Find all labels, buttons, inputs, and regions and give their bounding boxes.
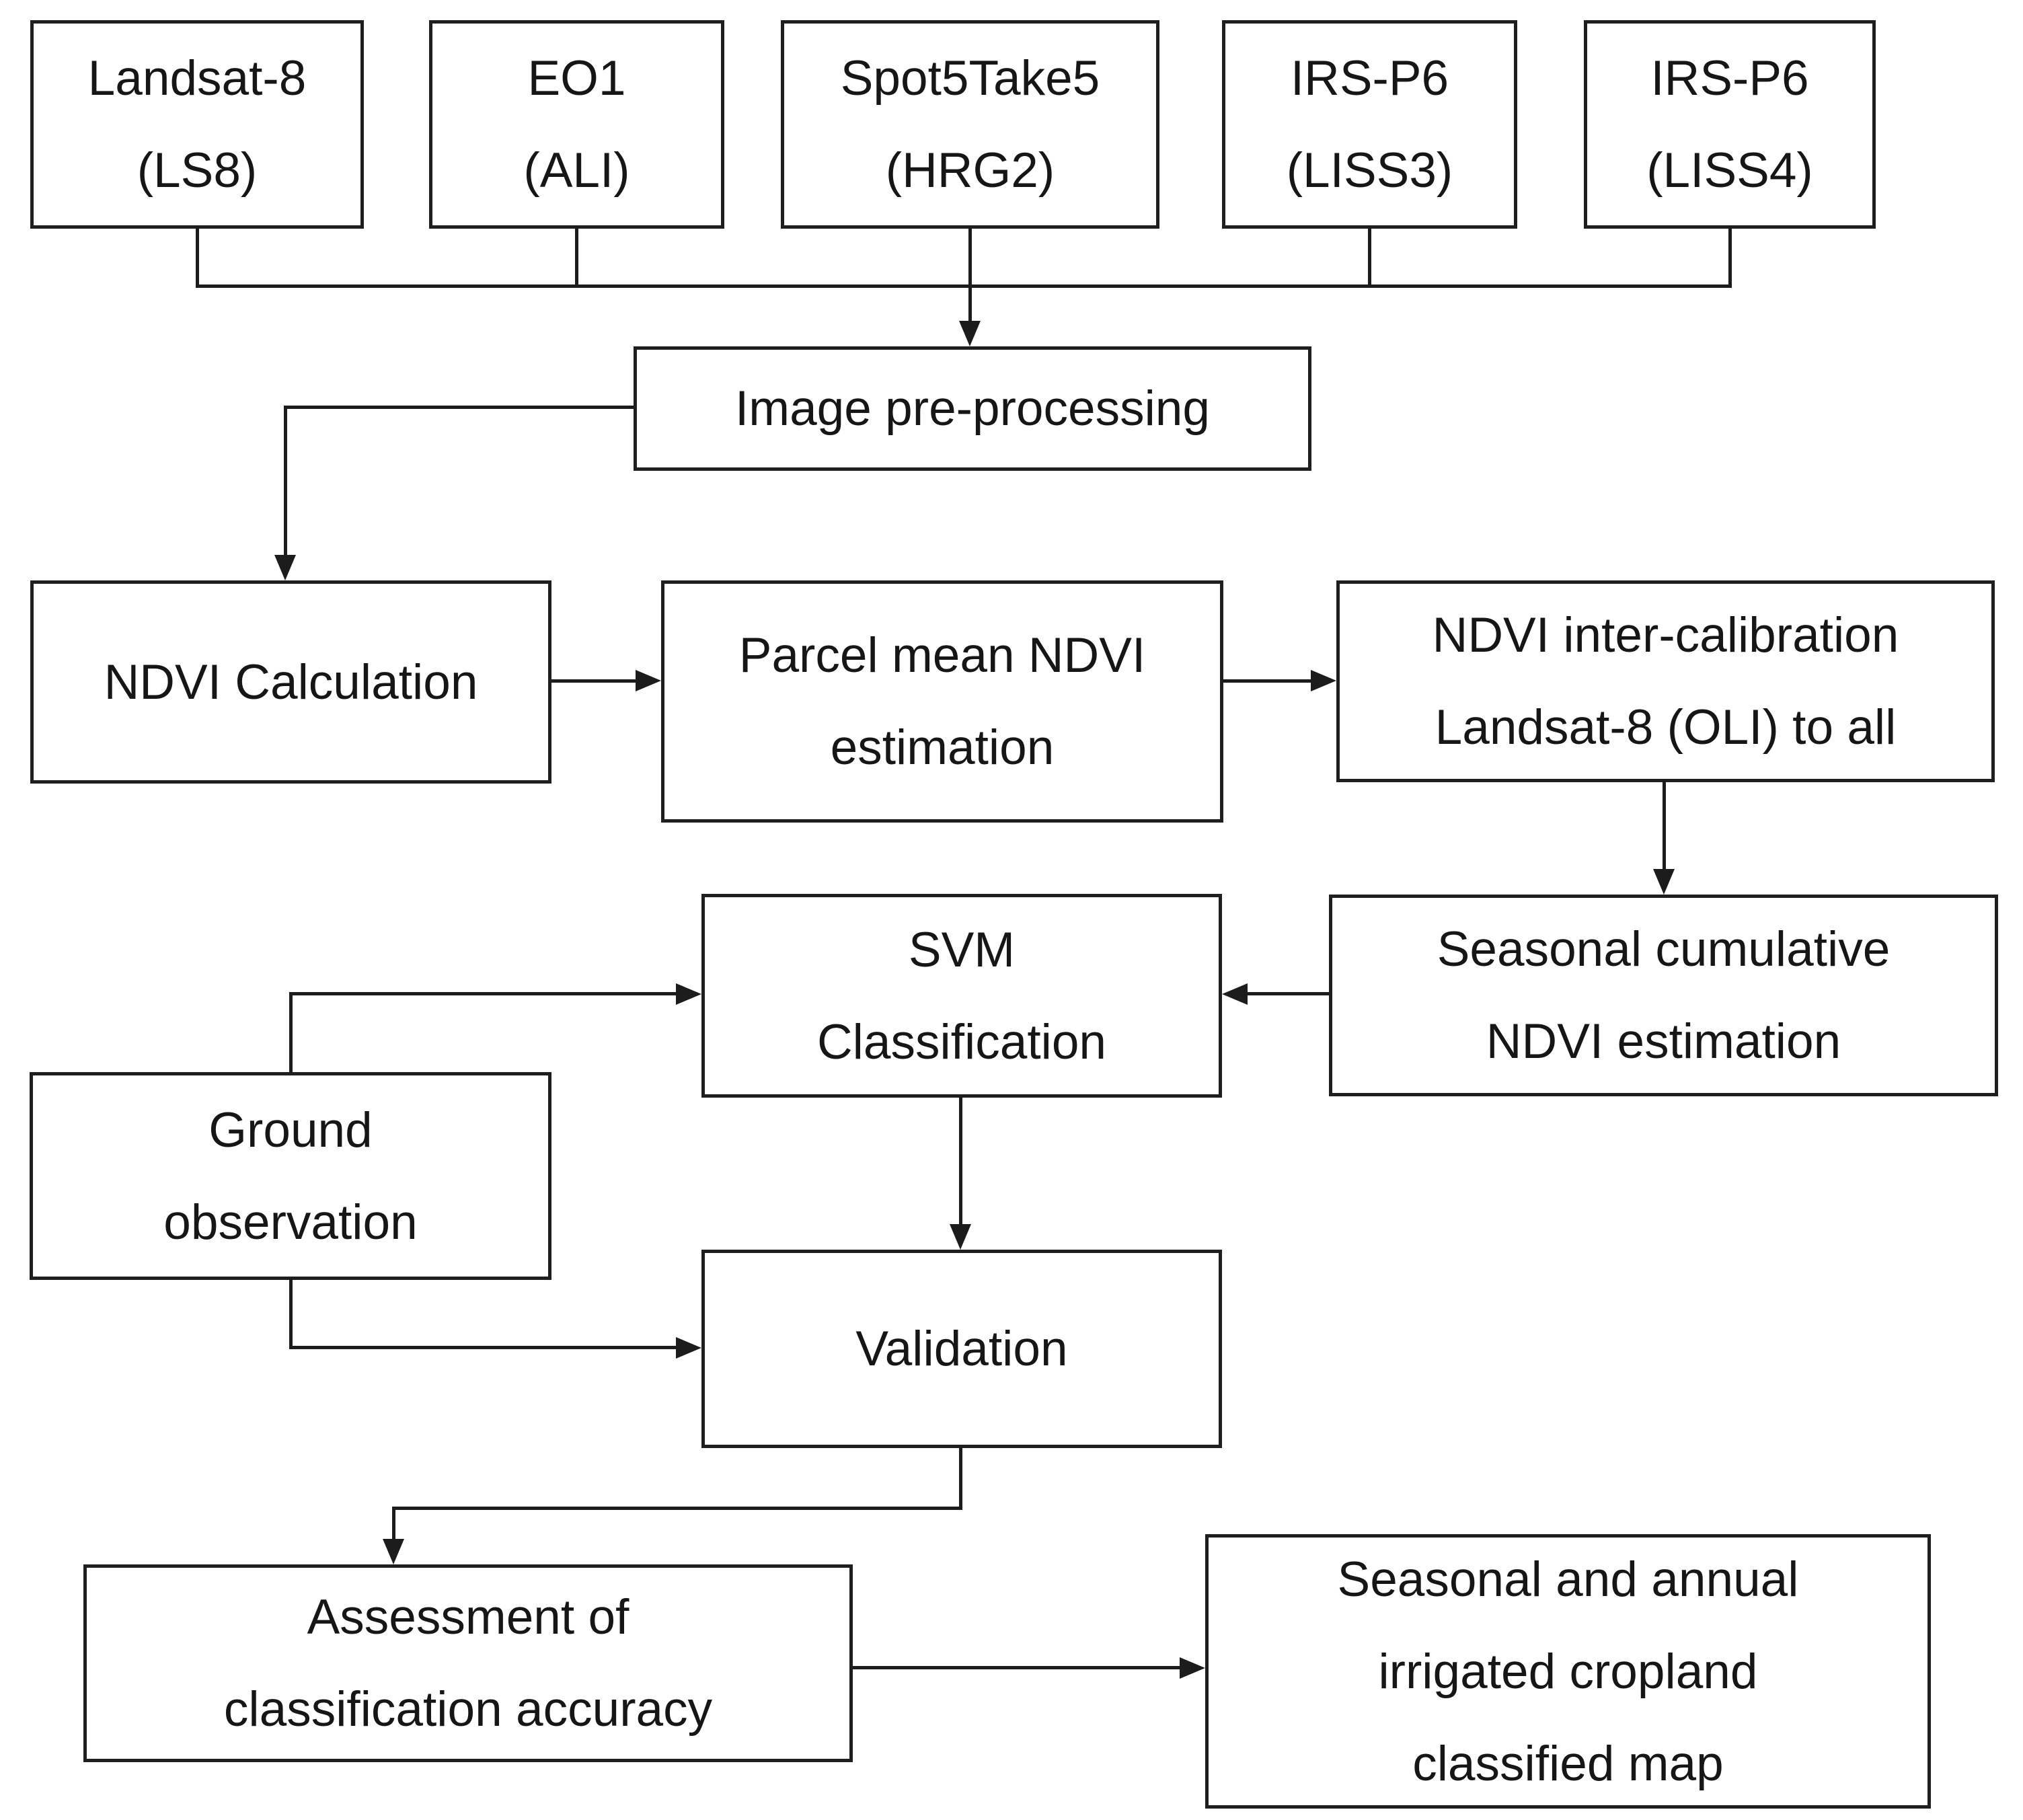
node-spot5take5-hrg2: Spot5Take5 (HRG2): [781, 20, 1159, 229]
connector-liss3-stub: [1368, 227, 1371, 288]
connector-ground-to-validation-h: [289, 1346, 677, 1349]
node-assessment-accuracy: Assessment of classification accuracy: [83, 1564, 853, 1762]
connector-ground-to-svm-v: [289, 992, 293, 1073]
node-landsat8-ls8: Landsat-8 (LS8): [30, 20, 364, 229]
connector-assessment-to-final: [853, 1666, 1181, 1669]
connector-landsat8-stub: [196, 227, 199, 288]
node-irsp6-liss3: IRS-P6 (LISS3): [1222, 20, 1517, 229]
connector-seasonal-to-svm: [1246, 992, 1329, 995]
arrowhead-into-assessment: [383, 1539, 404, 1564]
node-parcel-mean-ndvi: Parcel mean NDVI estimation: [661, 580, 1223, 823]
connector-validation-to-assessment-v1: [959, 1447, 962, 1510]
arrowhead-into-ndvi-calculation: [274, 555, 296, 580]
arrowhead-into-svm-right: [1222, 983, 1248, 1005]
connector-prep-to-ndvi-v: [284, 406, 287, 555]
arrowhead-into-validation-left: [676, 1337, 701, 1359]
arrowhead-into-validation-top: [950, 1224, 971, 1250]
connector-ground-to-svm-h: [289, 992, 677, 995]
node-seasonal-cumulative-ndvi: Seasonal cumulative NDVI estimation: [1329, 895, 1998, 1096]
connector-liss4-stub: [1728, 227, 1732, 288]
node-ndvi-intercalibration: NDVI inter-calibration Landsat-8 (OLI) t…: [1336, 580, 1995, 782]
node-ground-observation: Ground observation: [30, 1072, 551, 1280]
connector-svm-to-validation: [959, 1096, 962, 1225]
connector-ground-to-validation-v: [289, 1279, 293, 1348]
node-final-classified-map: Seasonal and annual irrigated cropland c…: [1205, 1534, 1931, 1809]
arrowhead-into-intercalibration: [1311, 670, 1336, 691]
arrowhead-into-seasonal-cumulative: [1653, 869, 1675, 895]
arrowhead-into-svm-left: [676, 983, 701, 1005]
node-ndvi-calculation: NDVI Calculation: [30, 580, 551, 784]
node-image-preprocessing: Image pre-processing: [634, 346, 1311, 471]
arrowhead-into-final-map: [1180, 1657, 1205, 1679]
connector-validation-to-assessment-h: [392, 1507, 962, 1510]
connector-ndvi-to-parcel: [551, 679, 637, 683]
node-irsp6-liss4: IRS-P6 (LISS4): [1584, 20, 1876, 229]
arrowhead-into-parcel-mean-ndvi: [636, 670, 661, 691]
connector-validation-to-assessment-v2: [392, 1507, 395, 1540]
node-eo1-ali: EO1 (ALI): [429, 20, 724, 229]
node-svm-classification: SVM Classification: [701, 894, 1222, 1098]
connector-intercal-to-seasonal: [1663, 781, 1666, 870]
connector-parcel-to-intercal: [1223, 679, 1312, 683]
connector-prep-to-ndvi-h: [284, 406, 634, 409]
connector-eo1-stub: [575, 227, 578, 288]
connector-spot5-stub-drop: [968, 227, 972, 321]
arrowhead-into-preprocessing: [959, 321, 981, 346]
connector-source-bus: [196, 285, 1732, 288]
node-validation: Validation: [701, 1250, 1222, 1448]
